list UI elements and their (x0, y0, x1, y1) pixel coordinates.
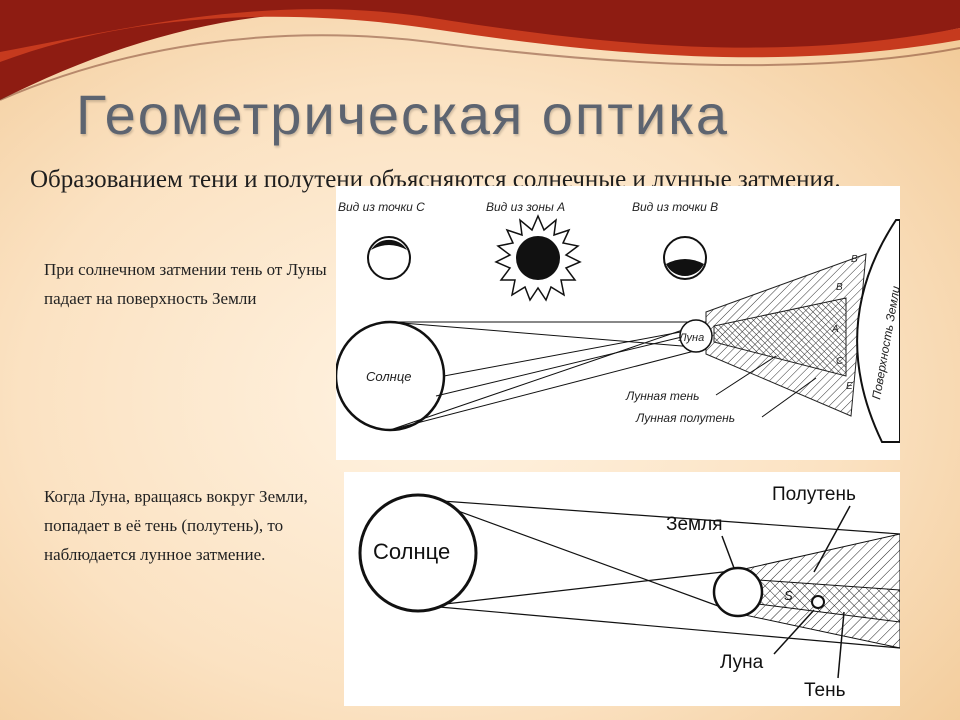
penumbra-label: Лунная полутень (635, 411, 735, 425)
header-swoosh (0, 0, 960, 101)
earth-label: Земля (666, 514, 722, 535)
lunar-eclipse-diagram: Солнце Земля S Луна Полутень Тень (344, 472, 900, 706)
earth-surface (856, 219, 900, 443)
penumbra-label: Полутень (772, 484, 856, 505)
sun-corona-icon (494, 214, 582, 302)
moon (679, 319, 713, 353)
view-c-label: Вид из точки С (338, 200, 425, 214)
view-c-icon (367, 236, 411, 280)
umbra-label: Лунная тень (625, 389, 699, 403)
point-b2-label: В (836, 282, 843, 293)
solar-eclipse-diagram: Вид из точки С Вид из зоны А Вид из точк… (336, 186, 900, 460)
lunar-eclipse-text: Когда Луна, вращаясь вокруг Земли, попад… (44, 487, 308, 564)
umbra-label: Тень (804, 680, 846, 701)
sun (358, 493, 478, 613)
page-title: Геометрическая оптика (76, 83, 730, 146)
point-b-label: В (851, 254, 858, 265)
point-c-label: С (836, 356, 844, 367)
light-rays (427, 499, 900, 649)
moon-label: Луна (678, 332, 704, 344)
view-a-label: Вид из зоны А (486, 200, 565, 214)
moon-label: Луна (720, 652, 764, 673)
light-rays (389, 321, 707, 431)
point-s-label: S (784, 588, 793, 603)
point-a-label: А (831, 324, 839, 335)
point-e-label: Е (846, 381, 853, 392)
view-b-label: Вид из точки В (632, 200, 718, 214)
earth (712, 566, 764, 618)
moon-umbra-region (713, 297, 847, 377)
moon (811, 595, 825, 609)
sun-label: Солнце (366, 369, 411, 384)
view-b-icon (663, 236, 707, 280)
solar-eclipse-text: При солнечном затмении тень от Луны пада… (44, 260, 327, 308)
sun-label: Солнце (373, 539, 450, 564)
